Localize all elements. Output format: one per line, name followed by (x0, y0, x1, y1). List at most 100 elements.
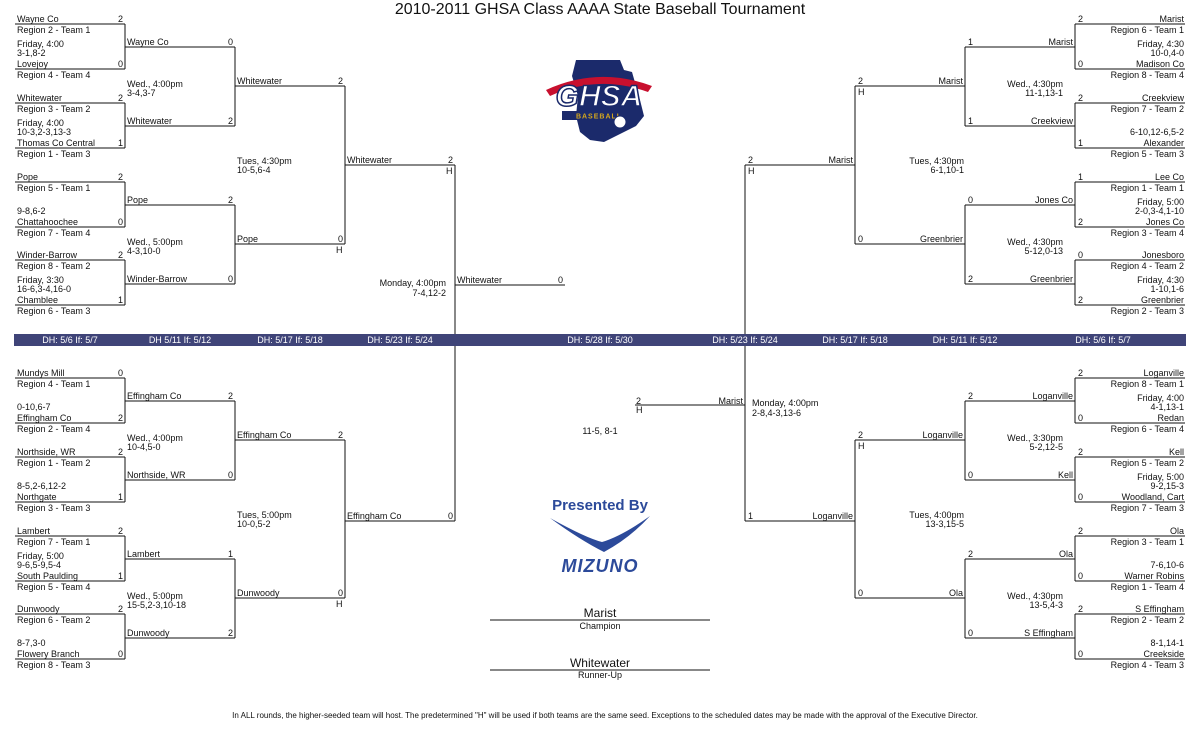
game-time: Wed., 4:00pm (127, 78, 183, 89)
mizuno-logo-text: MIZUNO (562, 556, 639, 576)
game-time: Friday, 5:00 (1137, 196, 1184, 207)
score: 2 (117, 14, 123, 24)
team-name: Greenbrier (919, 234, 963, 244)
team-name: Northgate (17, 492, 57, 502)
game-time: Friday, 5:00 (1137, 471, 1184, 482)
seed-label: Region 1 - Team 4 (1110, 582, 1184, 592)
team-name: Chattahoochee (17, 217, 79, 227)
team-name: Whitewater (237, 76, 283, 86)
team-name: Dunwoody (17, 604, 60, 614)
game-result: 3-1,8-2 (17, 47, 46, 58)
score: 2 (117, 604, 123, 614)
schedule-band-cell: DH: 5/11 If: 5/12 (932, 335, 998, 345)
schedule-band-cell: DH: 5/23 If: 5/24 (367, 335, 433, 345)
score: 2 (636, 396, 642, 406)
score: 1 (227, 549, 233, 559)
seed-label: Region 3 - Team 1 (1110, 537, 1184, 547)
team-name: Jonesboro (1141, 250, 1184, 260)
game-result: 6-1,10-1 (930, 165, 964, 175)
team-name: Northside, WR (127, 470, 186, 480)
game-result: 10-5,6-4 (237, 165, 271, 175)
team-name: S Effingham (1024, 628, 1073, 638)
score: 1 (117, 492, 123, 502)
score: 2 (337, 76, 343, 86)
score: 2 (968, 549, 974, 559)
host-marker: H (858, 441, 865, 451)
game-result: 5-12,0-13 (1024, 245, 1063, 256)
team-name: Loganville (1032, 391, 1073, 401)
team-name: Kell (1168, 447, 1184, 457)
team-name: Marist (938, 76, 964, 86)
score: 2 (227, 391, 233, 401)
seed-label: Region 1 - Team 3 (17, 149, 91, 159)
seed-label: Region 6 - Team 2 (17, 615, 91, 625)
game-time: Wed., 5:00pm (127, 590, 183, 601)
score: 0 (1078, 250, 1084, 260)
score: 0 (227, 37, 233, 47)
seed-label: Region 6 - Team 3 (17, 306, 91, 316)
game-result: 7-6,10-6 (1150, 559, 1184, 570)
seed-label: Region 4 - Team 4 (17, 70, 91, 80)
score: 0 (1078, 649, 1084, 659)
team-name: Effingham Co (237, 430, 292, 440)
game-result: 5-2,12-5 (1029, 441, 1063, 452)
team-name: Marist (718, 396, 744, 406)
team-name: Kell (1057, 470, 1073, 480)
game-time: Tues, 4:30pm (237, 156, 292, 166)
score: 2 (1078, 14, 1084, 24)
team-name: Wayne Co (17, 14, 59, 24)
score: 2 (1078, 447, 1084, 457)
team-name: Redan (1157, 413, 1184, 423)
team-name: Madison Co (1135, 59, 1184, 69)
finals-series-result: 11-5, 8-1 (582, 426, 618, 436)
team-name: Pope (127, 195, 149, 205)
team-name: Creekview (1030, 116, 1073, 126)
score: 0 (1078, 571, 1084, 581)
team-name: Wayne Co (127, 37, 169, 47)
host-marker: H (858, 87, 865, 97)
team-name: Winder-Barrow (127, 274, 188, 284)
score: 2 (117, 250, 123, 260)
score: 2 (858, 430, 864, 440)
score: 2 (1078, 604, 1084, 614)
seed-label: Region 4 - Team 2 (1110, 261, 1184, 271)
game-time: Friday, 5:00 (17, 550, 64, 561)
team-name: Whitewater (17, 93, 63, 103)
game-time: Friday, 4:30 (1137, 38, 1184, 49)
seed-label: Region 3 - Team 3 (17, 503, 91, 513)
team-name: Greenbrier (1029, 274, 1073, 284)
score: 2 (117, 172, 123, 182)
game-result: 15-5,2-3,10-18 (127, 599, 187, 610)
seed-label: Region 5 - Team 3 (1110, 149, 1184, 159)
game-result: 4-3,10-0 (127, 245, 161, 256)
score: 2 (1078, 526, 1084, 536)
team-name: Pope (17, 172, 39, 182)
team-name: Dunwoody (127, 628, 170, 638)
team-name: Lee Co (1154, 172, 1184, 182)
seed-label: Region 6 - Team 1 (1110, 25, 1184, 35)
seed-label: Region 1 - Team 2 (17, 458, 91, 468)
score: 2 (227, 195, 233, 205)
game-result: 10-0,4-0 (1150, 47, 1184, 58)
game-result: 10-3,2-3,13-3 (17, 126, 72, 137)
team-name: Mundys Mill (17, 368, 65, 378)
score: 1 (968, 116, 974, 126)
seed-label: Region 7 - Team 4 (17, 228, 91, 238)
team-name: Jones Co (1034, 195, 1073, 205)
score: 1 (117, 295, 123, 305)
team-name: Marist (828, 155, 854, 165)
team-name: S Effingham (1135, 604, 1184, 614)
score: 1 (1078, 172, 1084, 182)
seed-label: Region 4 - Team 1 (17, 379, 91, 389)
game-result: 8-1,14-1 (1150, 637, 1184, 648)
seed-label: Region 7 - Team 1 (17, 537, 91, 547)
game-time: Friday, 4:00 (17, 117, 64, 128)
ghsa-logo-subtext: BASEBALL (576, 114, 622, 121)
game-result: 2-0,3-4,1-10 (1134, 205, 1184, 216)
game-result: 16-6,3-4,16-0 (17, 283, 72, 294)
game-result: 7-4,12-2 (412, 288, 446, 298)
game-result: 11-1,13-1 (1025, 87, 1063, 98)
seed-label: Region 2 - Team 2 (1110, 615, 1184, 625)
team-name: Winder-Barrow (17, 250, 78, 260)
team-name: Lambert (127, 549, 161, 559)
